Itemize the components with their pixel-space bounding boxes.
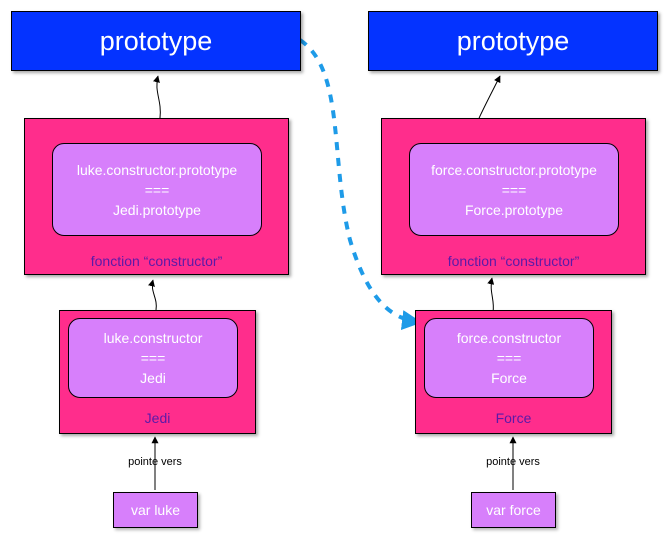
- left-var-label: var luke: [130, 502, 181, 518]
- right-prototype-label: prototype: [456, 25, 570, 56]
- left-prototype-box: prototype: [11, 11, 301, 71]
- expression-line: force.constructor: [456, 330, 562, 346]
- right-instance-box: force.constructor === Force Force: [415, 310, 612, 434]
- right-prototype-box: prototype: [368, 11, 658, 71]
- left-instance-caption: Jedi: [144, 410, 171, 426]
- expression-line: Force.prototype: [464, 201, 564, 218]
- right-constructor-function-box: force.constructor.prototype === Force.pr…: [381, 118, 646, 275]
- right-var-label: var force: [486, 502, 541, 518]
- expression-line: ===: [140, 350, 166, 366]
- right-constructor-prototype-expression: force.constructor.prototype === Force.pr…: [409, 143, 619, 236]
- right-pointer-label: pointe vers: [486, 456, 540, 468]
- left-prototype-label: prototype: [99, 25, 213, 56]
- right-instance-caption: Force: [495, 410, 532, 426]
- left-constructor-prototype-expression: luke.constructor.prototype === Jedi.prot…: [52, 143, 262, 236]
- left-var-box: var luke: [113, 492, 198, 528]
- arrow-left-instance-to-ctor: [148, 279, 157, 311]
- left-constructor-function-box: luke.constructor.prototype === Jedi.prot…: [24, 118, 289, 275]
- expression-line: luke.constructor: [103, 330, 203, 346]
- arrow-right-instance-to-ctor: [487, 277, 495, 313]
- right-constructor-caption: fonction “constructor”: [447, 253, 580, 269]
- right-var-box: var force: [471, 492, 556, 528]
- right-instance-expression: force.constructor === Force: [424, 318, 594, 398]
- left-pointer-label: pointe vers: [128, 456, 182, 468]
- expression-line: Jedi.prototype: [113, 201, 201, 218]
- expression-line: Jedi: [140, 370, 166, 386]
- left-instance-expression: luke.constructor === Jedi: [68, 318, 238, 398]
- expression-line: Force: [491, 370, 527, 386]
- arrow-left-ctor-to-prototype: [153, 75, 161, 119]
- expression-line: ===: [496, 350, 522, 366]
- expression-line: ===: [144, 181, 170, 198]
- expression-line: ===: [501, 181, 527, 198]
- expression-line: force.constructor.prototype: [431, 161, 597, 178]
- left-instance-box: luke.constructor === Jedi Jedi: [59, 310, 256, 434]
- left-constructor-caption: fonction “constructor”: [90, 253, 223, 269]
- expression-line: luke.constructor.prototype: [76, 161, 238, 178]
